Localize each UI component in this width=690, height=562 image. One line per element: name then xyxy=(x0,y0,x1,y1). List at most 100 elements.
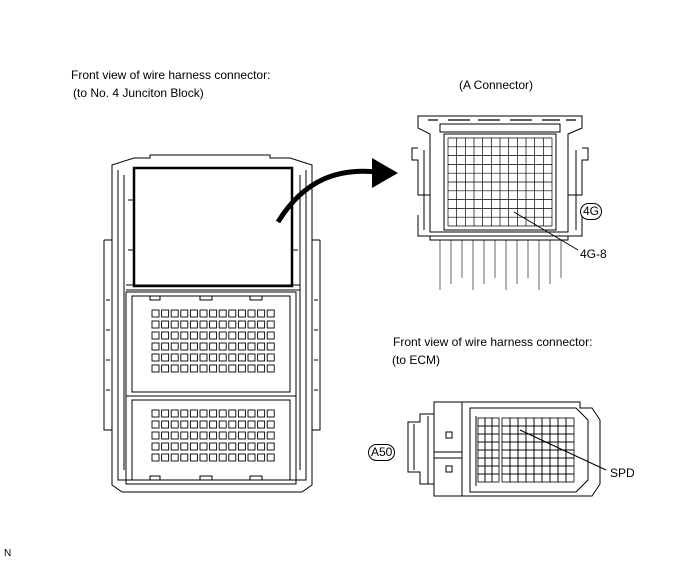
pin-cell xyxy=(237,409,246,418)
pin-cell xyxy=(209,420,218,429)
pin-cell xyxy=(228,331,237,340)
pin-cell xyxy=(247,342,256,351)
pin-cell xyxy=(491,433,500,443)
pin-cell xyxy=(170,431,179,440)
pin-cell xyxy=(565,425,575,435)
pin-cell xyxy=(151,409,160,418)
pin-cell xyxy=(533,449,543,459)
pin-cell xyxy=(266,431,275,440)
pin-cell xyxy=(161,309,170,318)
pin-cell xyxy=(557,473,567,483)
pin-cell xyxy=(549,425,559,435)
pin-cell xyxy=(525,473,535,483)
pin-cell xyxy=(237,364,246,373)
pin-cell xyxy=(218,342,227,351)
pin-cell xyxy=(218,364,227,373)
pin-cell xyxy=(517,457,527,467)
pin-cell xyxy=(557,433,567,443)
pin-cell xyxy=(209,353,218,362)
pin-cell xyxy=(557,465,567,475)
pin-cell xyxy=(228,320,237,329)
pin-cell xyxy=(180,342,189,351)
pin-cell xyxy=(218,453,227,462)
pin-cell xyxy=(549,417,559,427)
pin-cell xyxy=(161,342,170,351)
pin-cell xyxy=(247,364,256,373)
pin-cell xyxy=(247,309,256,318)
pin-cell xyxy=(161,431,170,440)
pin-cell xyxy=(557,425,567,435)
pin-cell xyxy=(170,320,179,329)
pin-cell xyxy=(170,409,179,418)
pin-cell xyxy=(557,441,567,451)
pin-cell xyxy=(189,442,198,451)
pin-cell xyxy=(266,453,275,462)
pin-cell xyxy=(484,457,493,467)
pin-cell xyxy=(151,420,160,429)
connector-a50-tag: A50 xyxy=(368,444,396,461)
pin-cell xyxy=(209,331,218,340)
pin-cell xyxy=(533,457,543,467)
pin-cell xyxy=(228,309,237,318)
pin-cell xyxy=(557,417,567,427)
pin-cell xyxy=(257,309,266,318)
pin-cell xyxy=(491,457,500,467)
pin-cell xyxy=(541,457,551,467)
pin-cell xyxy=(218,320,227,329)
pin-cell xyxy=(209,409,218,418)
pin-cell xyxy=(228,342,237,351)
pin-cell xyxy=(484,417,493,427)
pin-cell xyxy=(247,431,256,440)
pin-cell xyxy=(257,320,266,329)
pin-cell xyxy=(161,453,170,462)
pin-cell xyxy=(517,425,527,435)
left-connector-title: Front view of wire harness connector: xyxy=(71,68,271,82)
pin-cell xyxy=(533,417,543,427)
pin-cell xyxy=(509,473,519,483)
pin-cell xyxy=(237,420,246,429)
pin-cell xyxy=(509,457,519,467)
pin-cell xyxy=(501,465,511,475)
pin-cell xyxy=(484,473,493,483)
pin-cell xyxy=(549,457,559,467)
pin-cell xyxy=(509,441,519,451)
pin-cell xyxy=(228,453,237,462)
pin-cell xyxy=(266,420,275,429)
pin-cell xyxy=(565,457,575,467)
pin-cell xyxy=(189,409,198,418)
pin-cell xyxy=(477,425,486,435)
pin-cell xyxy=(180,320,189,329)
pin-cell xyxy=(266,342,275,351)
pin-cell xyxy=(557,457,567,467)
pin-cell xyxy=(237,342,246,351)
pin-cell xyxy=(491,441,500,451)
pin-cell xyxy=(484,441,493,451)
pin-cell xyxy=(501,473,511,483)
pin-cell xyxy=(501,425,511,435)
pin-cell xyxy=(257,364,266,373)
pin-cell xyxy=(209,453,218,462)
pin-cell xyxy=(161,364,170,373)
pin-cell xyxy=(151,342,160,351)
pin-cell xyxy=(525,465,535,475)
pin-cell xyxy=(491,449,500,459)
pin-cell xyxy=(247,331,256,340)
pin-cell xyxy=(161,353,170,362)
pin-cell xyxy=(484,465,493,475)
pin-cell xyxy=(218,431,227,440)
pin-cell xyxy=(218,409,227,418)
pin-cell xyxy=(565,449,575,459)
pin-cell xyxy=(209,431,218,440)
pin-cell xyxy=(151,309,160,318)
pin-cell xyxy=(247,420,256,429)
pin-cell xyxy=(180,409,189,418)
pin-cell xyxy=(525,417,535,427)
pin-cell xyxy=(266,331,275,340)
pin-cell xyxy=(237,331,246,340)
pin-cell xyxy=(228,409,237,418)
pin-cell xyxy=(565,441,575,451)
pin-cell xyxy=(189,431,198,440)
pin-cell xyxy=(199,364,208,373)
pin-cell xyxy=(257,409,266,418)
pin-cell xyxy=(228,431,237,440)
